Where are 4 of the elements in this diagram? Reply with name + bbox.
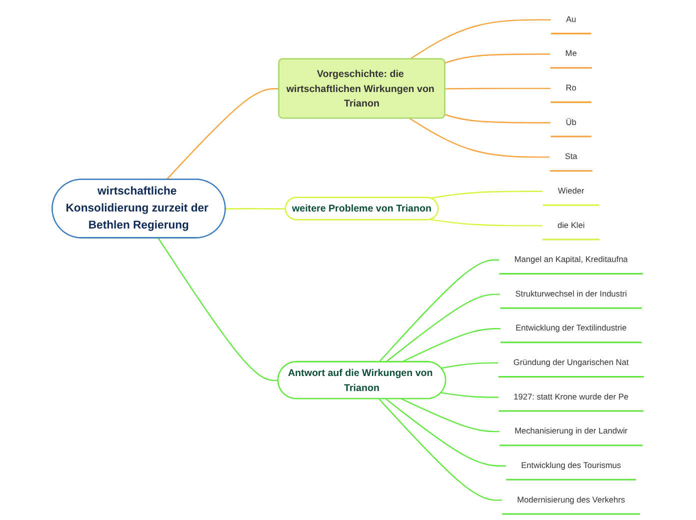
central-topic: wirtschaftliche Konsolidierung zurzeit der Bethlen Regierung: [52, 178, 226, 238]
main-topic: Vorgeschichte: die wirtschaftlichen Wirkungen von Trianon: [278, 58, 446, 119]
main-topic: Antwort auf die Wirkungen von Trianon: [277, 361, 446, 400]
main-topic: weitere Probleme von Trianon: [284, 196, 439, 220]
